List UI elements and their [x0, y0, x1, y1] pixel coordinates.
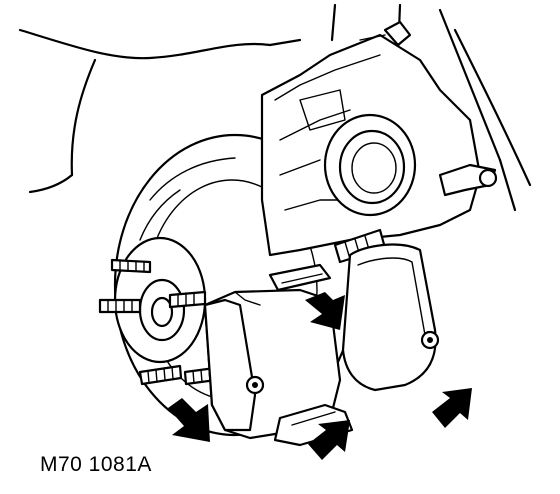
arrow-icon — [168, 398, 210, 442]
arrow-icon — [305, 292, 345, 330]
wheel-stud — [168, 290, 207, 309]
wheel-studs — [98, 258, 218, 386]
wheel-stud — [98, 298, 142, 314]
outer-brake-pad — [203, 288, 342, 440]
bleed-nipple — [359, 20, 412, 47]
wheel-stud — [110, 258, 152, 274]
brake-hose — [438, 163, 498, 197]
upper-pad-clip — [268, 263, 332, 292]
inner-brake-pad — [341, 243, 440, 392]
arrow-icon — [432, 388, 472, 428]
figure-reference-label: M70 1081A — [40, 453, 152, 476]
wheel-stud — [138, 364, 183, 386]
arrow-icon — [308, 420, 350, 460]
caliper-piston — [323, 113, 417, 217]
